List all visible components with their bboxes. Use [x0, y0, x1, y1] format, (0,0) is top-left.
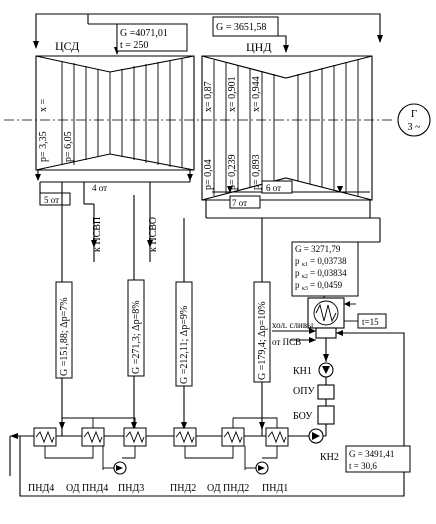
generator-label-bottom: 3 ~: [408, 122, 422, 133]
svg-text:t = 30,6: t = 30,6: [349, 461, 377, 471]
cnd-p2-label: p= 0,239: [227, 154, 238, 190]
from-psv-label: от ПСВ: [272, 337, 301, 347]
svg-text:G =4071,01: G =4071,01: [120, 28, 168, 39]
csd-label: ЦСД: [55, 39, 79, 53]
svg-text:G =212,11; Δp=9%: G =212,11; Δp=9%: [179, 306, 190, 384]
svg-text:G = 3491,41: G = 3491,41: [349, 449, 394, 459]
csd-extraction-lines: 5 от 4 от: [35, 170, 193, 262]
svg-text:к1: к1: [302, 262, 308, 268]
extraction-5-label: 5 от: [44, 195, 59, 205]
svg-text:t = 250: t = 250: [120, 40, 148, 51]
kn2-pump: КН2: [308, 428, 339, 463]
cnd-p1-label: p= 0,04: [203, 159, 214, 190]
heater-pnd2: [173, 427, 197, 447]
extraction-7-label: 7 от: [232, 198, 247, 208]
svg-text:к3: к3: [302, 286, 308, 292]
condenser-temp-label: t=15: [362, 317, 379, 327]
svg-text:p: p: [295, 256, 300, 266]
csd-x-label: x =: [38, 99, 49, 113]
drain-pump-1: [103, 461, 127, 475]
svg-text:= 0,0459: = 0,0459: [310, 280, 343, 290]
svg-text:p: p: [295, 268, 300, 278]
condenser-params-box: G = 3271,79 p к1 = 0,03738 p к2 = 0,0383…: [291, 241, 359, 297]
feed-params-box: G = 3491,41 t = 30,6: [345, 445, 411, 473]
cnd-steam-params-box: G = 3651,58: [212, 16, 279, 37]
heater-pnd3: [123, 427, 147, 447]
kn2-label: КН2: [320, 452, 339, 463]
svg-text:= 0,03738: = 0,03738: [310, 256, 347, 266]
heater-drain-lines: [44, 417, 278, 470]
svg-text:G =179,4; Δp=10%: G =179,4; Δp=10%: [257, 301, 268, 380]
cnd-x1-label: x= 0,87: [203, 81, 214, 112]
cnd-x2-label: x= 0,901: [227, 76, 238, 112]
opu-label: ОПУ: [293, 386, 315, 397]
csd-p1-label: p= 3,35: [38, 131, 49, 162]
cold-water-label: хол. сливы: [272, 320, 313, 330]
svg-text:G = 3651,58: G = 3651,58: [216, 22, 266, 33]
label-od-pnd4: ОД ПНД4: [66, 483, 108, 494]
heater-pnd1: [265, 427, 289, 447]
kn1-label: КН1: [293, 366, 312, 377]
cnd-extraction-lines: 7 от 6 от: [205, 180, 380, 219]
line-g3-label: G =212,11; Δp=9%: [175, 281, 193, 387]
extraction-6-label: 6 от: [266, 183, 281, 193]
condenser: t=15: [307, 296, 387, 362]
svg-text:= 0,03834: = 0,03834: [310, 268, 347, 278]
svg-text:к2: к2: [302, 274, 308, 280]
label-pnd2: ПНД2: [170, 483, 196, 494]
line-g2-label: G =271,3; Δp=8%: [127, 279, 145, 377]
svg-text:p: p: [295, 280, 300, 290]
csd-steam-params-box: G =4071,01 t = 250: [116, 23, 188, 52]
cnd-x3-label: x= 0,944: [251, 76, 262, 112]
drain-pump-2: [245, 461, 269, 475]
heater-od-pnd4: [81, 427, 105, 447]
heater-extraction-pipes: [59, 182, 265, 436]
heater-pnd4: [33, 427, 57, 447]
label-pnd1: ПНД1: [262, 483, 288, 494]
csd-p2-label: p= 6,05: [63, 131, 74, 162]
label-pnd3: ПНД3: [118, 483, 144, 494]
cnd-label: ЦНД: [246, 40, 272, 54]
extraction-4-label: 4 от: [92, 183, 107, 193]
svg-text:G = 3271,79: G = 3271,79: [295, 244, 341, 254]
drain-return-line: [19, 332, 405, 497]
generator: Г 3 ~: [397, 103, 431, 137]
svg-text:G =271,3; Δp=8%: G =271,3; Δp=8%: [131, 300, 142, 374]
line-g4-label: G =179,4; Δp=10%: [253, 281, 271, 383]
csd-cylinder: [35, 55, 195, 171]
generator-label-top: Г: [411, 108, 417, 120]
cnd-cylinder: [201, 55, 373, 201]
line-g1-label: G =151,88; Δp=7%: [55, 281, 73, 379]
steam-supply-lines: [33, 13, 383, 55]
svg-text:G =151,88; Δp=7%: G =151,88; Δp=7%: [59, 297, 70, 376]
to-psvo-label: к ПСВО: [148, 217, 159, 252]
label-pnd4: ПНД4: [28, 483, 54, 494]
to-psvp-label: к ПСВП: [92, 217, 103, 252]
cnd-p3-label: p= 0,893: [251, 154, 262, 190]
pump-train: КН1 ОПУ БОУ: [293, 362, 335, 436]
label-od-pnd2: ОД ПНД2: [207, 483, 249, 494]
heater-od-pnd2: [221, 427, 245, 447]
bou-label: БОУ: [293, 411, 313, 422]
